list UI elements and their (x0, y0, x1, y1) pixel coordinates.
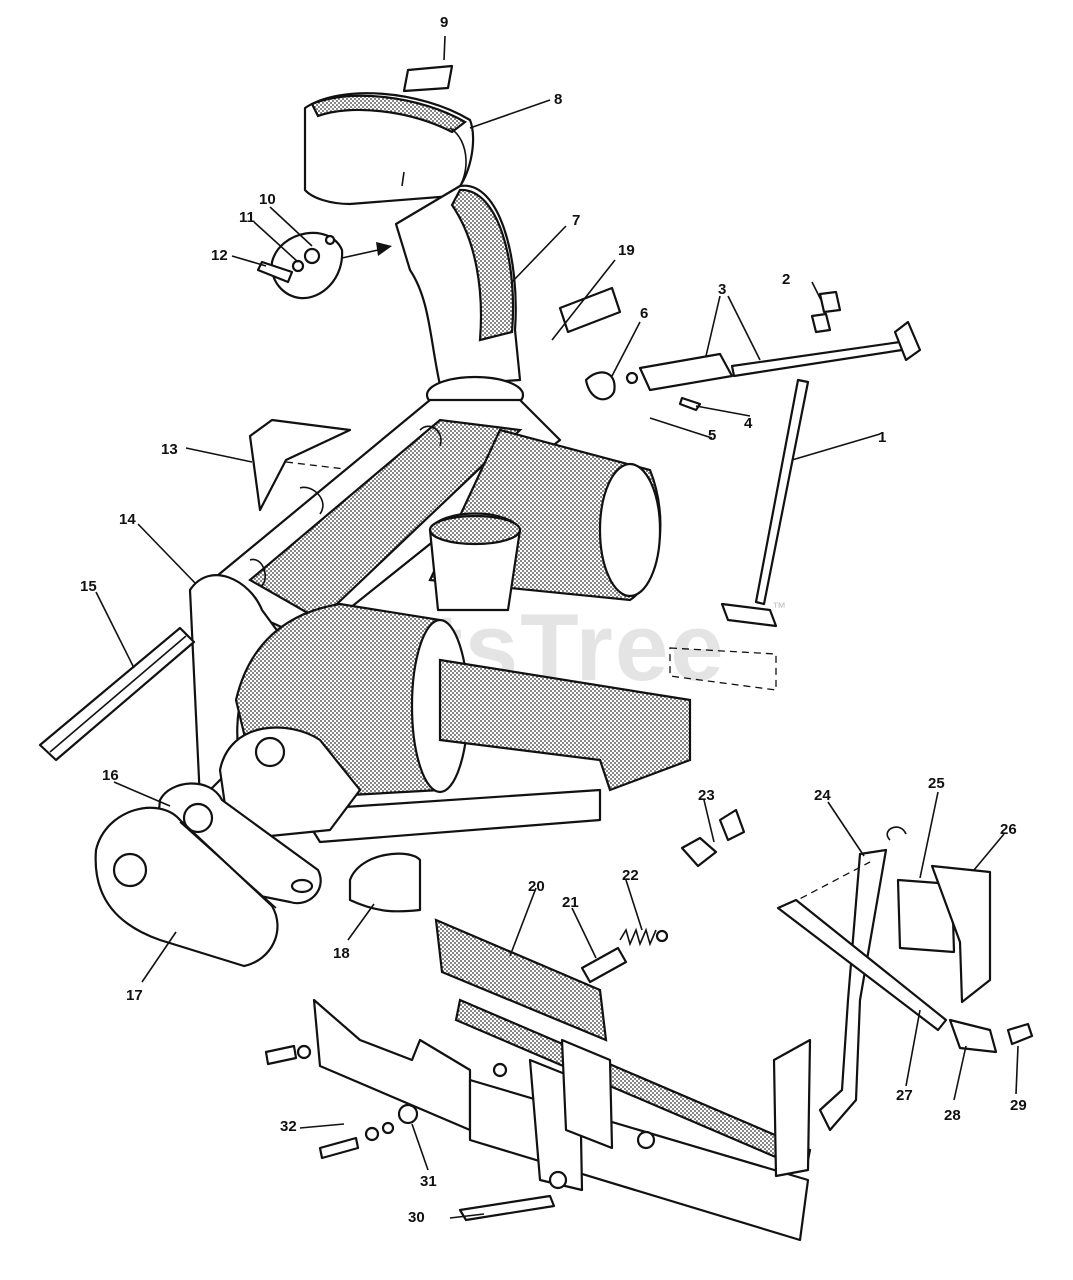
callout-29: 29 (1010, 1097, 1027, 1114)
callout-31: 31 (420, 1173, 437, 1190)
callout-18: 18 (333, 945, 350, 962)
part-18-skid-shoe[interactable] (348, 852, 422, 913)
part-32-bolt[interactable] (264, 1044, 395, 1160)
watermark-trademark: ™ (772, 599, 786, 615)
callout-25: 25 (928, 775, 945, 792)
snow-blower-housing[interactable] (188, 398, 692, 844)
part-2-knob[interactable] (810, 290, 842, 334)
callout-24: 24 (814, 787, 831, 804)
part-9-decal[interactable] (402, 64, 454, 93)
part-10-12-crank-assembly[interactable] (256, 231, 392, 300)
part-15-scraper-bar[interactable] (38, 626, 196, 762)
callout-17: 17 (126, 987, 143, 1004)
part-1-lift-rod[interactable] (669, 378, 810, 691)
callout-9: 9 (440, 14, 448, 31)
callout-15: 15 (80, 578, 97, 595)
callout-10: 10 (259, 191, 276, 208)
callout-8: 8 (554, 91, 562, 108)
part-17-belt-cover[interactable] (94, 806, 279, 968)
callout-22: 22 (622, 867, 639, 884)
part-13-bracket[interactable] (248, 418, 352, 512)
callout-30: 30 (408, 1209, 425, 1226)
callout-13: 13 (161, 441, 178, 458)
callout-11: 11 (239, 209, 255, 226)
callout-16: 16 (102, 767, 119, 784)
callout-7: 7 (572, 212, 580, 229)
callout-6: 6 (640, 305, 648, 322)
part-25-plate[interactable] (896, 878, 956, 954)
callout-2: 2 (782, 271, 790, 288)
part-6-bearing-bracket[interactable] (584, 371, 616, 401)
part-24-cotter-pin (886, 826, 907, 841)
part-3-crank-handle[interactable] (625, 320, 922, 392)
part-24-lift-arm[interactable] (818, 848, 888, 1132)
part-23-clevis[interactable] (680, 808, 746, 868)
callout-4: 4 (744, 415, 753, 432)
callout-28: 28 (944, 1107, 961, 1124)
part-26-plate[interactable] (930, 864, 992, 1004)
part-20-mounting-plate[interactable] (434, 918, 608, 1042)
callout-19: 19 (618, 242, 635, 259)
callout-32: 32 (280, 1118, 297, 1135)
part-4-pin[interactable] (678, 396, 702, 412)
part-30-pin[interactable] (458, 1194, 556, 1222)
callout-27: 27 (896, 1087, 913, 1104)
callout-5: 5 (708, 427, 716, 444)
callout-12: 12 (211, 247, 228, 264)
part-19-decal[interactable] (558, 286, 622, 334)
part-29-bolt[interactable] (1006, 1022, 1034, 1046)
callout-21: 21 (562, 894, 579, 911)
mounting-frame[interactable] (312, 998, 812, 1242)
part-28-clevis[interactable] (948, 1018, 998, 1054)
callout-20: 20 (528, 878, 545, 895)
callout-numbers: 9 8 10 11 12 7 19 6 2 3 4 5 1 13 14 15 1… (80, 14, 1027, 1226)
callout-23: 23 (698, 787, 715, 804)
callout-1: 1 (878, 429, 886, 446)
part-31-spacer[interactable] (397, 1103, 419, 1125)
part-22-spring[interactable] (619, 927, 669, 947)
part-7-discharge-chute[interactable] (394, 184, 525, 415)
callout-3: 3 (718, 281, 726, 298)
callout-26: 26 (1000, 821, 1017, 838)
part-8-chute-deflector[interactable] (303, 92, 475, 206)
part-21-link[interactable] (580, 946, 628, 984)
part-27-lift-link[interactable] (776, 898, 948, 1032)
callout-14: 14 (119, 511, 136, 528)
leader-lines (95, 35, 1019, 1219)
